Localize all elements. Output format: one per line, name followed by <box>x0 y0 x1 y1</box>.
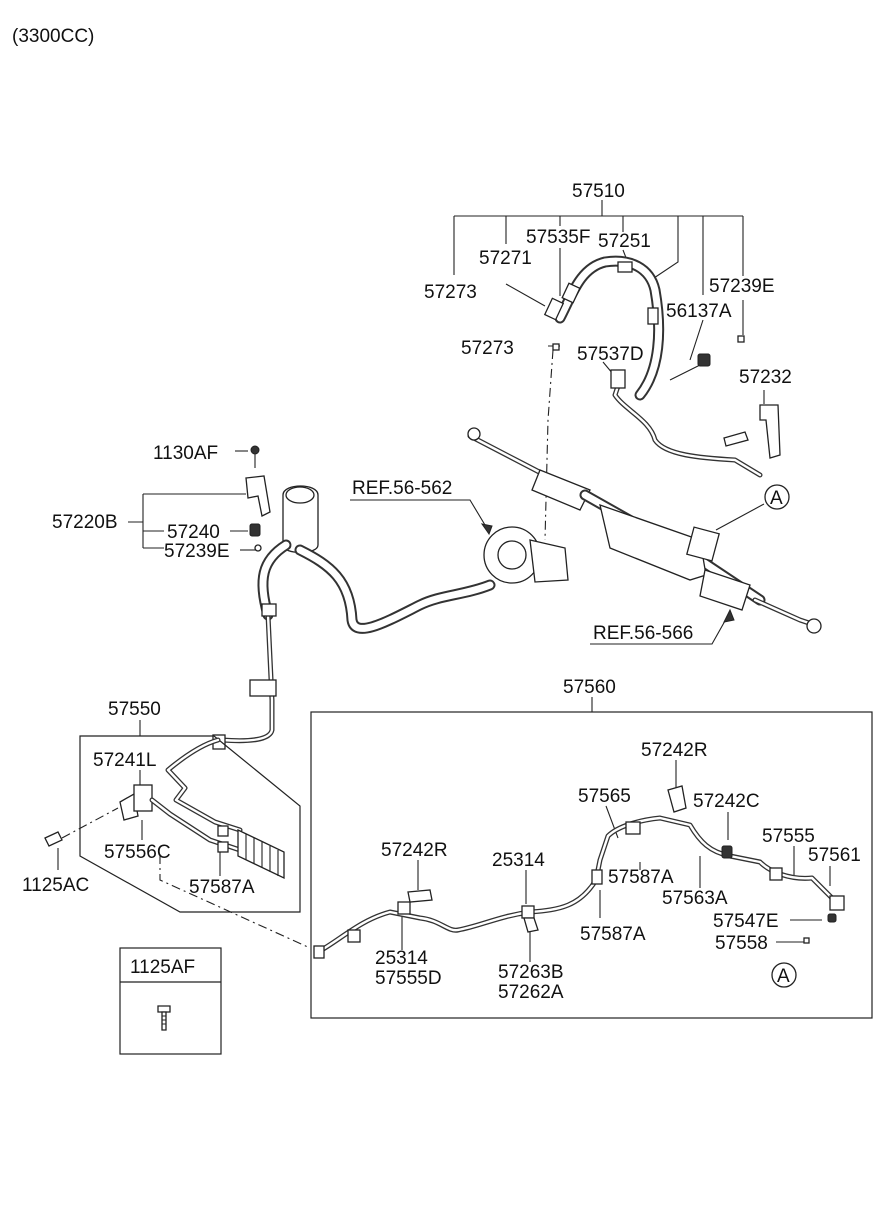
legend-box-1125af: 1125AF <box>119 947 222 1055</box>
ref-56-566-label: REF.56-566 <box>593 623 693 644</box>
part-label-57263B: 57263B <box>498 962 564 983</box>
part-label-57561: 57561 <box>808 845 861 866</box>
part-label-57220B: 57220B <box>52 512 118 533</box>
part-label-56137A: 56137A <box>666 301 732 322</box>
part-label-57241L: 57241L <box>93 750 156 771</box>
part-label-57242R-top: 57242R <box>641 740 708 761</box>
part-label-57550: 57550 <box>108 699 161 720</box>
part-label-57273-mid: 57273 <box>461 338 514 359</box>
part-label-57587A-low: 57587A <box>580 924 646 945</box>
pump-reservoir-group: 1130AF REF.56-562 57220B 57240 57239E <box>52 443 569 750</box>
steering-gear-rack: A <box>467 427 822 634</box>
part-label-57563A: 57563A <box>662 888 728 909</box>
callout-circle-a-bottom <box>771 962 797 988</box>
part-label-57555: 57555 <box>762 826 815 847</box>
connection-line-pump <box>544 349 554 541</box>
part-label-57587A-left: 57587A <box>189 877 255 898</box>
part-label-57556C: 57556C <box>104 842 171 863</box>
part-label-57587A-mid: 57587A <box>608 867 674 888</box>
engine-spec-label: (3300CC) <box>12 26 94 47</box>
part-label-1130AF: 1130AF <box>153 443 218 464</box>
part-label-25314-low: 25314 <box>375 948 428 969</box>
part-label-57510: 57510 <box>572 181 625 202</box>
oil-cooler-group: 57550 57241L 57556C 1125AC 57587A <box>22 699 311 949</box>
callout-a-bottom-label: A <box>777 966 790 987</box>
return-line-group: 57560 57242R 57565 57242C 57555 57561 57… <box>310 677 873 1019</box>
part-label-57262A: 57262A <box>498 982 564 1003</box>
part-label-57239E-top: 57239E <box>709 276 775 297</box>
ref-56-562-label: REF.56-562 <box>352 478 452 499</box>
part-label-1125AC: 1125AC <box>22 875 89 896</box>
callout-circle-a-top <box>764 484 790 510</box>
part-label-57242R-left: 57242R <box>381 840 448 861</box>
pressure-hose-assembly-group: 57510 57535F 57251 57271 57273 57239E 56… <box>424 181 792 478</box>
part-label-57273-top: 57273 <box>424 282 477 303</box>
part-label-57271: 57271 <box>479 248 532 269</box>
part-label-57558: 57558 <box>715 933 768 954</box>
part-label-57555D: 57555D <box>375 968 442 989</box>
part-label-57242C: 57242C <box>693 791 760 812</box>
part-label-57560: 57560 <box>563 677 616 698</box>
part-label-57537D: 57537D <box>577 344 644 365</box>
part-label-57547E: 57547E <box>713 911 779 932</box>
part-label-57232: 57232 <box>739 367 792 388</box>
part-label-57535F: 57535F <box>526 227 590 248</box>
part-label-57251: 57251 <box>598 231 651 252</box>
part-label-57240: 57240 <box>167 522 220 543</box>
part-label-57565: 57565 <box>578 786 631 807</box>
legend-box-code: 1125AF <box>130 957 195 978</box>
part-label-57239E-left: 57239E <box>164 541 230 562</box>
callout-a-top-label: A <box>770 488 783 509</box>
part-label-25314-top: 25314 <box>492 850 545 871</box>
bolt-icon <box>157 1005 171 1031</box>
